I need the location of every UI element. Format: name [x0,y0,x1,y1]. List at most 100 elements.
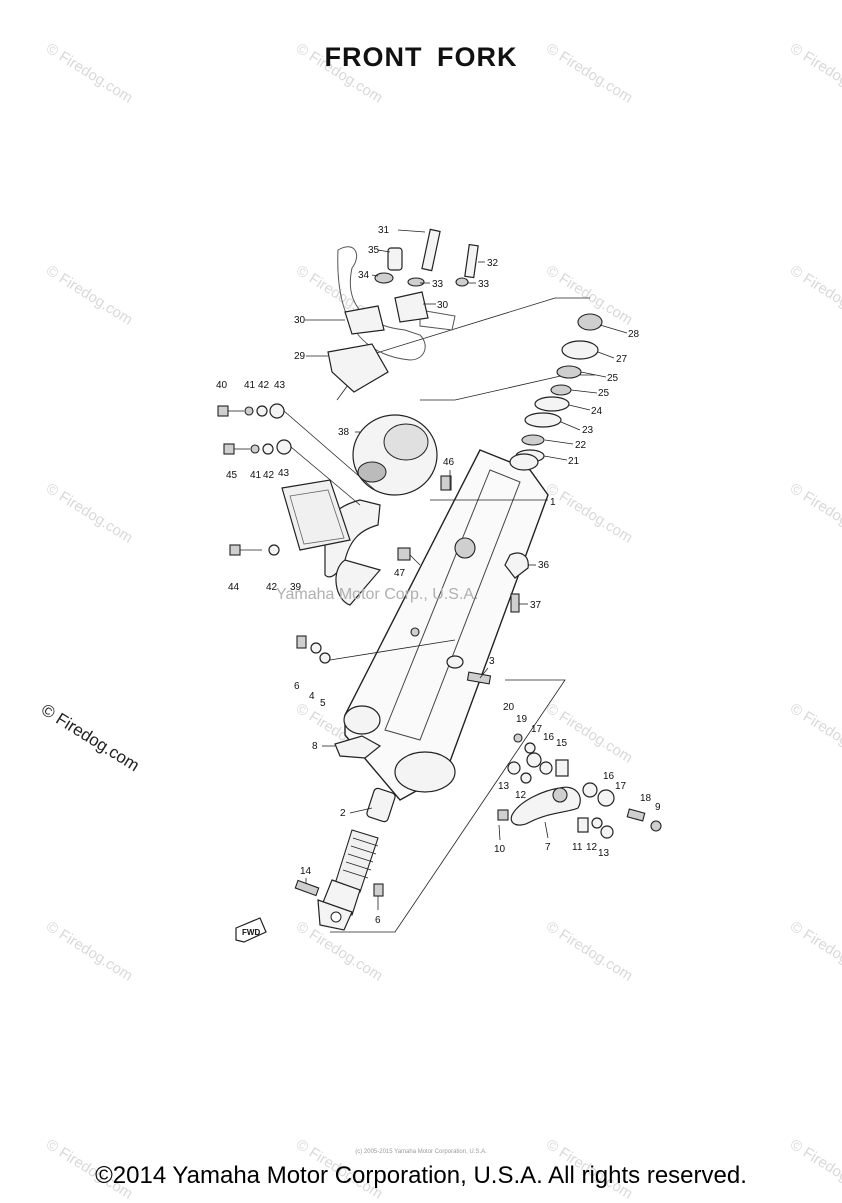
page-title: FRONT FORK [324,42,518,72]
callout-36: 36 [538,560,550,571]
callout-40: 40 [216,380,228,391]
callout-13: 13 [598,848,610,859]
callout-4: 4 [309,691,315,702]
callout-7: 7 [545,842,551,853]
grease-nipple-10 [497,809,509,821]
bolt-40 [217,405,229,417]
bolt-37 [510,593,520,613]
callout-38: 38 [338,427,350,438]
callout-18: 18 [640,793,652,804]
washer-42 [268,544,280,556]
callout-21: 21 [568,456,580,467]
callout-20: 20 [503,702,515,713]
callout-46: 46 [443,457,455,468]
collar-11 [577,817,589,833]
callout-10: 10 [494,844,506,855]
collar-47 [397,547,411,561]
bolt-44 [229,544,241,556]
spring-coils [342,837,379,879]
callout-47: 47 [394,568,406,579]
ball-race-24 [534,396,570,412]
callout-14: 14 [300,866,312,877]
callout-42: 42 [258,380,270,391]
bearing-16 [539,761,553,775]
callout-28: 28 [628,329,640,340]
center-watermark: Yamaha Motor Corp., U.S.A. [276,586,479,603]
callout-41: 41 [244,380,256,391]
callout-17: 17 [531,724,543,735]
callout-16: 16 [543,732,555,743]
callout-45: 45 [226,470,238,481]
shock-spring-2 [334,829,379,893]
callout-1: 1 [550,497,556,508]
callout-42: 42 [266,582,278,593]
ring-nut-28 [577,313,603,331]
callout-24: 24 [591,406,603,417]
callout-23: 23 [582,425,594,436]
bolt-45 [223,443,235,455]
callout-12: 12 [586,842,598,853]
washer-33 [407,277,425,287]
callout-15: 15 [556,738,568,749]
shock-eye-hole [330,911,342,923]
handlebar-end [419,309,456,331]
washer-25 [556,365,582,379]
washer-42 [256,405,268,417]
bolt-14 [294,879,320,897]
callout-11: 11 [572,842,583,853]
bolt-32 [464,243,479,279]
bracket-line [330,679,566,933]
fwd-arrow: FWD [235,917,267,943]
bolt-18 [626,808,646,822]
grommet-43 [276,439,292,455]
upper-holder-30 [394,291,429,323]
lower-holder-29 [327,343,389,393]
washer-25 [550,384,572,396]
fork-inner-rib [384,469,521,741]
callout-30: 30 [437,300,449,311]
headlight-socket [357,461,387,483]
seal-17 [526,752,542,768]
washer-27 [561,340,599,360]
fork-lower-pivot [343,705,381,735]
callout-37: 37 [530,600,542,611]
tiny-credit: (c) 2005-2015 Yamaha Motor Corporation, … [355,1149,487,1155]
steering-stem-top [509,453,539,471]
callout-5: 5 [320,698,326,709]
callout-17: 17 [615,781,627,792]
callout-2: 2 [340,808,346,819]
nut-6 [373,883,384,897]
callout-34: 34 [358,270,370,281]
washer-41 [244,406,254,416]
callout-44: 44 [228,582,240,593]
washer-42 [262,443,274,455]
callout-43: 43 [274,380,286,391]
seal-17 [597,789,615,807]
nut-9 [650,820,662,832]
lower-stay [335,559,382,606]
callout-12: 12 [515,790,527,801]
ball-race-23 [524,412,562,428]
bolt-31 [421,228,441,272]
callout-22: 22 [575,440,587,451]
callout-33: 33 [478,279,490,290]
callout-31: 31 [378,225,390,236]
nut-20 [513,733,523,743]
washer-12 [520,772,532,784]
seal-16 [582,782,598,798]
shock-top-2 [366,787,396,823]
link-arm-pivot [552,787,568,803]
callout-6: 6 [375,915,381,926]
callout-39: 39 [290,582,302,593]
washer-33 [455,277,469,287]
headlight-opening [383,423,429,461]
bolt-35 [387,247,403,271]
callout-41: 41 [250,470,262,481]
collar-15 [555,759,569,777]
callout-3: 3 [489,656,495,667]
washer-12 [591,817,603,829]
callout-19: 19 [516,714,528,725]
washer-41 [250,444,260,454]
callout-42: 42 [263,470,275,481]
callout-labels: 31 35 32 34 33 33 30 30 29 28 27 25 25 2… [216,225,661,926]
